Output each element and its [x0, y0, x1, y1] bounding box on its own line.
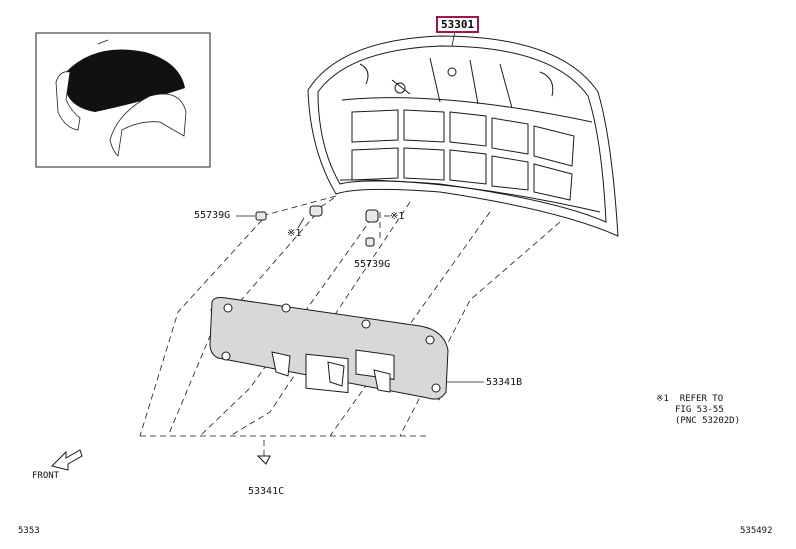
clip-bumper-parts [255, 205, 379, 465]
label-clip[interactable]: 53341C [248, 486, 285, 497]
callout-hood-panel[interactable]: 53301 [436, 16, 480, 33]
front-arrow-icon [51, 449, 83, 471]
inset-vehicle-view [35, 32, 211, 168]
reference-note-line3: (PNC 53202D) [675, 416, 741, 426]
mark-ref-center: ※1 [390, 211, 405, 222]
label-insulator[interactable]: 53341B [486, 377, 523, 388]
front-label: FRONT [32, 471, 60, 481]
reference-note-line2: FIG 53-55 [675, 405, 724, 415]
page-code-right: 535492 [740, 526, 773, 536]
reference-note-line1: ※1 REFER TO [656, 394, 724, 404]
page-code-left: 5353 [18, 526, 40, 536]
label-bumper-center[interactable]: 55739G [354, 259, 391, 270]
hood-panel-drawing [307, 35, 619, 237]
mark-ref-left: ※1 [287, 228, 302, 239]
label-leaders [236, 30, 484, 383]
hood-insulator-drawing [209, 297, 449, 400]
label-bumper-left[interactable]: 55739G [194, 210, 231, 221]
